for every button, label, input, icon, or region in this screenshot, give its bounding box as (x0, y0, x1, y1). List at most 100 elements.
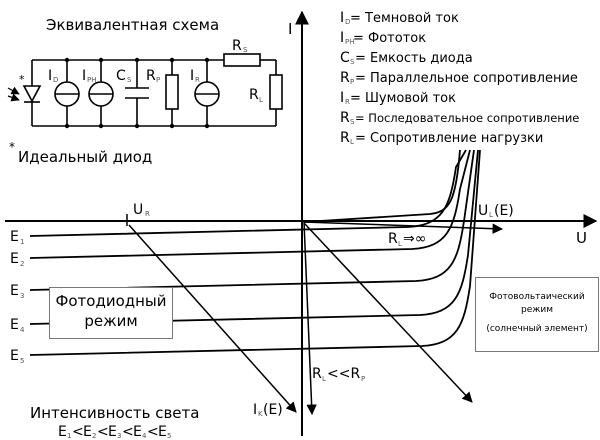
legend-description: = Шумовой ток (350, 91, 456, 106)
svg-text:S: S (127, 76, 132, 84)
legend-subscript: PH (345, 38, 355, 46)
svg-text:1: 1 (20, 238, 24, 246)
legend-symbol: R (340, 110, 350, 126)
legend-symbol: I (340, 30, 344, 46)
resistor-rl-icon (269, 74, 283, 110)
svg-text:E: E (133, 424, 142, 440)
svg-text:I: I (48, 68, 52, 84)
label-rl-infinite: R L ⇒∞ (388, 231, 426, 248)
svg-text:R: R (232, 38, 242, 54)
current-source-ir-icon (194, 81, 220, 107)
diode-star: * (19, 73, 25, 86)
iv-curve-e5 (29, 149, 481, 356)
legend-description: = Темновой ток (350, 11, 459, 26)
legend-subscript: P (350, 78, 354, 86)
capacitor-cs-icon (125, 87, 149, 99)
svg-text:R: R (388, 231, 398, 247)
resistor-rs-icon (223, 53, 261, 67)
svg-text:(E): (E) (494, 203, 514, 219)
svg-text:E: E (10, 348, 19, 364)
x-axis-label: U (576, 229, 587, 247)
svg-text:I: I (82, 68, 86, 84)
svg-text:E: E (10, 283, 19, 299)
svg-text:I: I (253, 402, 257, 418)
svg-text:D: D (53, 76, 58, 84)
footnote: * Идеальный диод (9, 140, 152, 166)
svg-text:K: K (258, 410, 263, 418)
junction-dots (64, 57, 210, 129)
svg-text:C: C (116, 68, 126, 84)
intensity-separator: < (97, 424, 109, 440)
label-rl-small: R L <<R P (312, 366, 365, 383)
iv-curve-e3 (29, 149, 475, 291)
svg-text:3: 3 (117, 432, 121, 440)
photodiode-mode-line1: Фотодиодный (55, 292, 167, 310)
load-line-rl-small (303, 221, 317, 416)
label-ir: I R (190, 68, 200, 84)
legend-symbol: I (340, 10, 344, 26)
svg-text:*: * (9, 140, 15, 154)
resistor-rp-icon (165, 74, 179, 110)
legend-description: = Параллельное сопротивление (355, 71, 578, 86)
svg-text:E: E (108, 424, 117, 440)
svg-text:R: R (146, 68, 156, 84)
label-id: I D (48, 68, 58, 84)
svg-text:U: U (478, 203, 488, 219)
svg-text:L: L (322, 375, 326, 383)
label-cs: C S (116, 68, 132, 84)
label-iph: I PH (82, 68, 97, 84)
legend-subscript: S (350, 118, 355, 126)
svg-text:5: 5 (167, 432, 171, 440)
load-line-photovoltaic (303, 222, 473, 403)
intensity-separator: < (72, 424, 84, 440)
legend-subscript: R (345, 98, 350, 106)
legend-symbol: R (340, 70, 350, 86)
svg-text:R: R (249, 87, 259, 103)
label-rl: R L (249, 87, 263, 104)
y-axis-label: I (288, 20, 292, 38)
svg-text:4: 4 (142, 432, 147, 440)
schematic-title: Эквивалентная схема (46, 16, 219, 34)
label-ul: U L (E) (478, 203, 514, 219)
svg-text:L: L (398, 240, 402, 248)
legend-symbol: R (340, 130, 350, 146)
photovoltaic-mode-line2: режим (521, 305, 553, 315)
current-source-iph-icon (88, 81, 114, 107)
svg-text:E: E (10, 251, 19, 267)
intensity-separator: < (147, 424, 159, 440)
svg-text:R: R (312, 366, 322, 382)
svg-text:P: P (361, 375, 365, 383)
svg-text:E: E (58, 424, 67, 440)
legend-subscript: S (350, 58, 355, 66)
label-rs: R S (232, 38, 248, 54)
svg-text:R: R (145, 210, 150, 218)
svg-text:E: E (158, 424, 167, 440)
svg-text:<<R: <<R (327, 366, 360, 382)
photovoltaic-mode-line1: Фотовольтаический (489, 292, 585, 302)
photodiode-icon: * (7, 73, 42, 103)
legend-description: = Емкость диода (355, 51, 473, 66)
svg-text:E: E (83, 424, 92, 440)
svg-text:(E): (E) (263, 402, 283, 418)
iv-curve-e2 (29, 149, 471, 259)
svg-text:Идеальный диод: Идеальный диод (18, 148, 152, 166)
svg-text:1: 1 (67, 432, 71, 440)
svg-text:5: 5 (20, 357, 24, 365)
legend-description: = Фототок (353, 31, 426, 46)
label-ur: U R (133, 202, 150, 218)
